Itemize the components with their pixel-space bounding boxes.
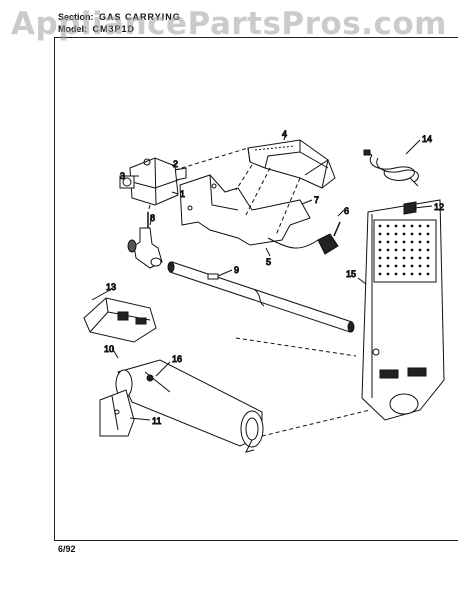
part-3-gas-valve[interactable]: [119, 157, 187, 206]
part-7-mounting-plate[interactable]: [179, 174, 311, 246]
section-header: Section: GAS CARRYING: [58, 12, 181, 22]
callout-4: 4: [282, 129, 287, 139]
part-8-orifice-fitting[interactable]: [127, 212, 163, 269]
frame-bottom-rule: [54, 540, 458, 541]
callout-6: 6: [344, 206, 349, 216]
callout-2: 2: [173, 159, 178, 169]
part-15-heat-shield[interactable]: [361, 199, 445, 421]
model-header: Model: CM3P1D: [58, 24, 135, 34]
model-value: CM3P1D: [92, 24, 136, 34]
callout-14: 14: [422, 134, 432, 144]
assembly-lines: [147, 147, 371, 437]
callout-3: 3: [120, 171, 125, 181]
frame-top-rule: [54, 37, 458, 38]
callout-15: 15: [346, 269, 356, 279]
part-13-burner-bracket[interactable]: [83, 297, 157, 343]
part-14-wire-harness[interactable]: [363, 149, 419, 187]
frame-left-rule: [54, 37, 55, 540]
callout-16: 16: [172, 354, 182, 364]
callout-10: 10: [104, 344, 114, 354]
callout-9: 9: [234, 265, 239, 275]
part-10-combustion-chamber[interactable]: [115, 359, 264, 453]
part-11-bottom-bracket[interactable]: [99, 389, 135, 437]
part-9-burner-tube[interactable]: [167, 261, 355, 333]
callout-12: 12: [434, 202, 444, 212]
callout-1: 1: [180, 189, 185, 199]
callout-labels: 1 2 3 4 5 6 7 8 9 10 11 12 13 14 15 16: [104, 129, 445, 427]
footer-date: 6/92: [58, 544, 76, 554]
part-4-deflector[interactable]: [247, 139, 336, 189]
leader-lines: [91, 131, 433, 421]
callout-13: 13: [106, 282, 116, 292]
section-value: GAS CARRYING: [99, 12, 181, 22]
callout-5: 5: [266, 257, 271, 267]
part-6-electrode[interactable]: [267, 221, 341, 255]
callout-11: 11: [152, 416, 161, 426]
section-label: Section:: [58, 12, 94, 22]
model-label: Model:: [58, 24, 87, 34]
callout-7: 7: [314, 195, 319, 205]
callout-8: 8: [150, 213, 155, 223]
